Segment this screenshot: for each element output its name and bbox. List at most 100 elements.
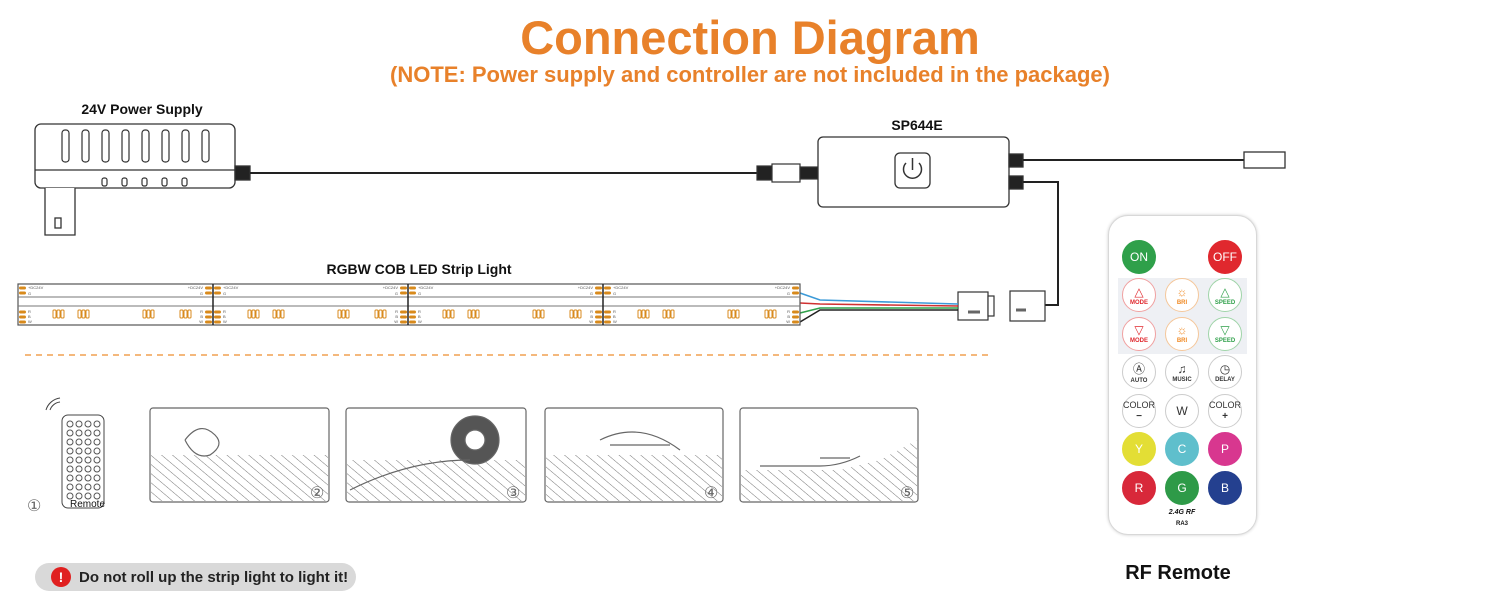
led-chip (247, 309, 252, 319)
remote-button-label: B (1220, 480, 1229, 495)
step-number-1: ① (27, 498, 42, 515)
page-title: Connection Diagram (520, 11, 980, 64)
remote-button[interactable]: ☼BRI (1165, 278, 1199, 312)
remote-key (75, 483, 83, 491)
remote-button[interactable]: G (1165, 470, 1199, 505)
remote-button-label: Ⓐ (1132, 362, 1145, 376)
remote-button[interactable]: ☼BRI (1165, 316, 1199, 351)
remote-button[interactable]: P (1208, 432, 1242, 466)
remote-button[interactable]: COLOR− (1122, 393, 1156, 428)
solder-pad (214, 291, 221, 295)
remote-button[interactable]: △MODE (1122, 278, 1156, 312)
remote-key (75, 492, 83, 500)
remote-key (66, 447, 74, 455)
solder-pad (205, 320, 212, 324)
remote-button-label: G (1177, 480, 1187, 495)
remote-button[interactable]: C (1165, 432, 1199, 466)
led-chip (536, 309, 541, 319)
remote-model: RA3 (1175, 521, 1189, 527)
led-chip (146, 309, 151, 319)
remote-button-label: ON (1130, 250, 1148, 264)
pad-label: W (418, 319, 422, 324)
led-chip (77, 309, 82, 319)
controller-label: SP644E (891, 117, 943, 133)
led-chip (150, 309, 155, 319)
remote-key (75, 447, 83, 455)
led-chip (56, 309, 61, 319)
pad-label: B (613, 314, 616, 319)
remote-button[interactable]: COLOR+ (1208, 393, 1242, 428)
remote-button-sublabel: SPEED (1214, 299, 1236, 306)
led-chip (450, 309, 455, 319)
step-number-3: ③ (506, 485, 521, 502)
remote-button[interactable]: ▽SPEED (1208, 316, 1242, 351)
remote-button[interactable]: W (1165, 393, 1199, 428)
solder-pad (400, 310, 407, 314)
solder-pad (595, 310, 602, 314)
led-chip (81, 309, 86, 319)
led-chip (467, 309, 472, 319)
solder-pad (214, 286, 221, 290)
pad-label: B (395, 314, 398, 319)
pad-label: W (613, 319, 617, 324)
remote-button[interactable]: △SPEED (1208, 278, 1242, 312)
remote-button[interactable]: ♫MUSIC (1165, 355, 1199, 389)
remote-button[interactable]: ◷DELAY (1208, 355, 1242, 389)
led-chip (475, 309, 480, 319)
controller-box (817, 136, 1024, 208)
remote-title: RF Remote (1125, 562, 1231, 584)
pad-label: W (394, 319, 398, 324)
pad-label: R (418, 309, 421, 314)
solder-pad (400, 315, 407, 319)
strip-label: RGBW COB LED Strip Light (326, 261, 512, 277)
remote-button-label: ▽ (1134, 323, 1144, 337)
solder-pad (409, 286, 416, 290)
led-chip (764, 309, 769, 319)
power-supply (34, 123, 251, 236)
led-chip (276, 309, 281, 319)
pad-label: +DC24V (418, 285, 434, 290)
pad-label: +DC24V (613, 285, 629, 290)
led-chip (179, 309, 184, 319)
pad-label: R (223, 309, 226, 314)
pad-label: W (589, 319, 593, 324)
solder-pad (792, 286, 799, 290)
remote-button[interactable]: OFF (1208, 240, 1242, 274)
led-chip (442, 309, 447, 319)
solder-pad (19, 286, 26, 290)
remote-key (93, 438, 101, 446)
step-number-5: ⑤ (900, 485, 915, 502)
solder-pad (792, 291, 799, 295)
remote-key (66, 474, 74, 482)
remote-key (84, 438, 92, 446)
remote-key (84, 420, 92, 428)
pad-label: B (418, 314, 421, 319)
solder-pad (792, 315, 799, 319)
solder-pad (400, 286, 407, 290)
pad-label: B (28, 314, 31, 319)
pad-label: R (590, 309, 593, 314)
remote-button[interactable]: Y (1122, 432, 1156, 466)
remote-button[interactable]: B (1208, 470, 1242, 505)
remote-button[interactable]: ON (1122, 240, 1156, 274)
led-chip (60, 309, 65, 319)
remote-button[interactable]: ▽MODE (1122, 316, 1156, 351)
led-chip (85, 309, 90, 319)
remote-button-label: Y (1134, 442, 1143, 456)
led-chip (251, 309, 256, 319)
led-chip (641, 309, 646, 319)
remote-key (93, 447, 101, 455)
warning-icon: ! (51, 567, 71, 587)
remote-key (93, 456, 101, 464)
led-chip (142, 309, 147, 319)
remote-key (84, 447, 92, 455)
remote-button[interactable]: R (1122, 470, 1156, 505)
remote-key (93, 429, 101, 437)
step-panels (149, 407, 919, 503)
remote-key (84, 483, 92, 491)
solder-pad (604, 315, 611, 319)
led-chip (187, 309, 192, 319)
remote-button-label: OFF (1213, 250, 1237, 264)
